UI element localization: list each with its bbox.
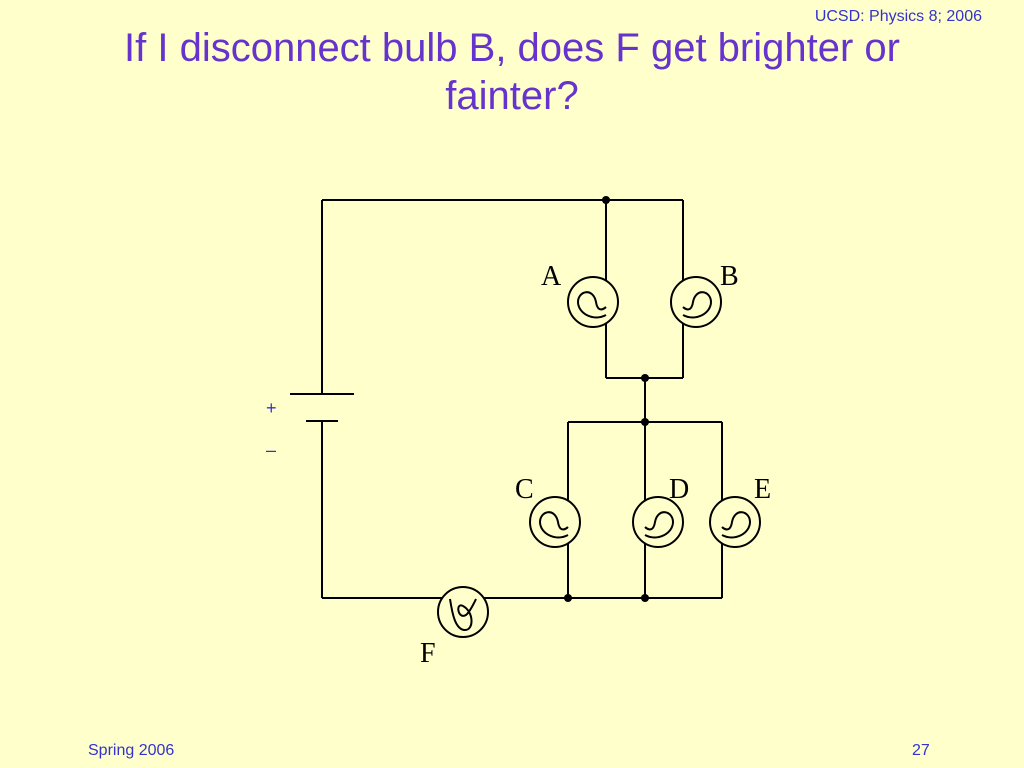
battery-minus-label: – [266, 440, 276, 460]
bulb-label-a: A [541, 261, 562, 292]
bulb-label-e: E [754, 474, 771, 505]
junction-ab [641, 374, 649, 382]
slide-title: If I disconnect bulb B, does F get brigh… [124, 26, 900, 118]
bulb-label-d: D [669, 474, 689, 505]
bulb-d [632, 496, 684, 548]
junction-d-bottom [641, 594, 649, 602]
bulb-c [529, 496, 581, 548]
course-label: UCSD: Physics 8; 2006 [814, 8, 982, 25]
bulb-a [567, 276, 619, 328]
bulb-b [670, 276, 722, 328]
bulb-e [709, 496, 761, 548]
bulb-f [437, 586, 489, 638]
junction-cde-top [641, 418, 649, 426]
page-number: 27 [912, 742, 930, 759]
bulb-label-c: C [515, 474, 534, 505]
junction-top [602, 196, 610, 204]
bulb-label-b: B [720, 261, 739, 292]
battery [290, 393, 354, 422]
junction-c-bottom [564, 594, 572, 602]
footer-term: Spring 2006 [88, 742, 175, 759]
bulb-label-f: F [420, 638, 436, 669]
battery-plus-label: + [266, 398, 277, 418]
